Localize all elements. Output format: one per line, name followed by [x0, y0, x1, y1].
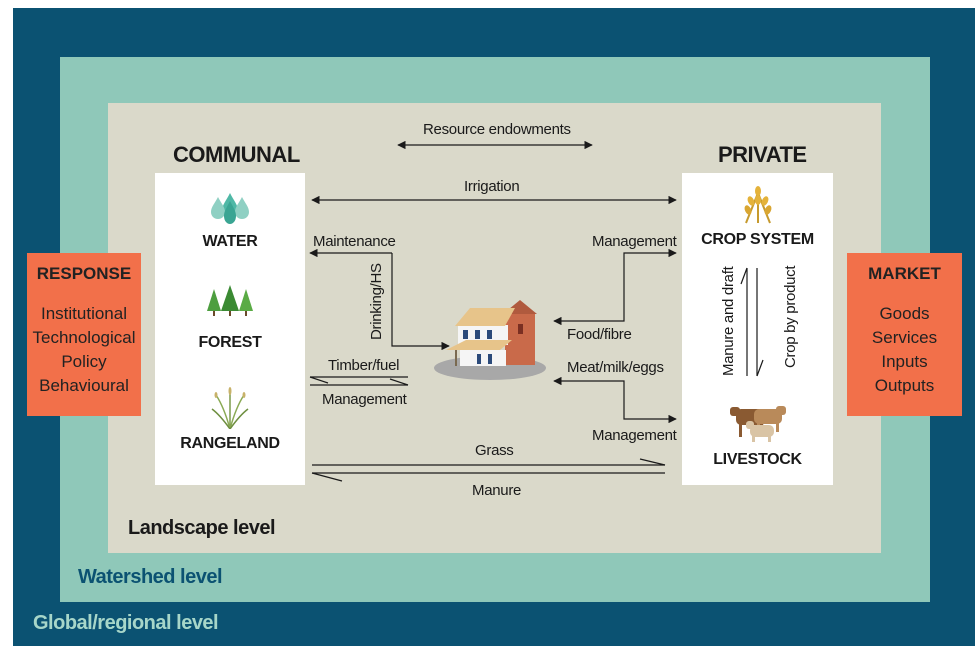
rangeland-label: RANGELAND — [180, 435, 280, 452]
global-level-label: Global/regional level — [33, 612, 219, 634]
timber-fuel-barb — [309, 376, 329, 384]
management-forest-barb — [389, 378, 409, 386]
response-line: Behavioural — [39, 376, 129, 395]
crop-by-product-label: Crop by product — [782, 265, 799, 368]
manure-barb — [311, 472, 343, 482]
market-line: Services — [871, 328, 938, 347]
response-line: Policy — [61, 352, 107, 371]
watershed-level-label: Watershed level — [78, 566, 223, 588]
market-line: Goods — [879, 304, 930, 323]
drinking-label: Drinking/HS — [368, 263, 385, 340]
manure-draft-barb — [740, 267, 748, 285]
grass-barb — [639, 458, 666, 466]
market-line: Inputs — [881, 352, 928, 371]
meat-milk-eggs-label: Meat/milk/eggs — [567, 359, 664, 376]
market-box: MARKET Goods Services Inputs Outputs — [847, 253, 962, 416]
response-lines: Institutional Technological Policy Behav… — [27, 302, 141, 398]
management-crop-label: Management — [592, 233, 677, 250]
communal-heading: COMMUNAL — [173, 142, 300, 167]
resource-endowments-label: Resource endowments — [423, 121, 571, 138]
forest-trees-icon — [205, 285, 255, 317]
management-livestock-label: Management — [592, 427, 677, 444]
livestock-icon — [728, 403, 788, 443]
private-heading: PRIVATE — [718, 142, 807, 167]
grass-label: Grass — [475, 442, 514, 459]
wheat-icon — [738, 183, 778, 225]
crop-system-label: CROP SYSTEM — [701, 231, 814, 248]
grass-icon — [210, 387, 250, 430]
livestock-label: LIVESTOCK — [713, 451, 802, 468]
timber-fuel-label: Timber/fuel — [328, 357, 400, 374]
response-title: RESPONSE — [36, 264, 132, 283]
landscape-level-label: Landscape level — [128, 517, 276, 539]
response-box: RESPONSE Institutional Technological Pol… — [27, 253, 141, 416]
communal-panel: WATER FOREST RANGELAND — [155, 173, 305, 485]
management-forest-label: Management — [322, 391, 407, 408]
management-crop-arrow — [553, 248, 677, 326]
response-line: Institutional — [41, 304, 127, 323]
crop-by-product-barb — [756, 359, 764, 377]
market-title: MARKET — [868, 264, 941, 283]
market-lines: Goods Services Inputs Outputs — [847, 302, 962, 398]
forest-label: FOREST — [198, 334, 262, 351]
manure-draft-label: Manure and draft — [720, 266, 737, 376]
farmhouse-icon — [434, 300, 546, 380]
food-fibre-label: Food/fibre — [567, 326, 632, 343]
manure-label: Manure — [472, 482, 522, 499]
water-label: WATER — [202, 233, 258, 250]
management-livestock-arrow — [553, 376, 677, 424]
drinking-arrow — [391, 253, 450, 351]
irrigation-label: Irrigation — [464, 178, 520, 195]
response-line: Technological — [32, 328, 136, 347]
maintenance-label: Maintenance — [313, 233, 396, 250]
market-line: Outputs — [874, 376, 935, 395]
water-drops-icon — [208, 191, 252, 227]
